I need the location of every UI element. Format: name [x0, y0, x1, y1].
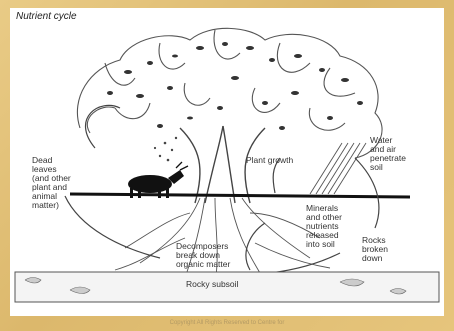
- label-line: soil: [370, 163, 406, 172]
- diagram-title: Nutrient cycle: [16, 11, 77, 22]
- ground-line: [70, 194, 410, 197]
- label-line: matter): [32, 201, 71, 210]
- label-rocky-subsoil: Rocky subsoil: [186, 280, 238, 289]
- label-line: into soil: [306, 240, 342, 249]
- label-water-air: Water and air penetrate soil: [370, 136, 406, 172]
- label-plant-growth: Plant growth: [246, 156, 293, 165]
- tree-canopy: [77, 28, 382, 158]
- falling-leaves-dots: [154, 137, 177, 162]
- diagram-paper: Nutrient cycle Water and air penetrate s…: [10, 8, 444, 316]
- label-line: organic matter: [176, 260, 230, 269]
- rain-hatch: [310, 143, 366, 194]
- label-minerals: Minerals and other nutrients released in…: [306, 204, 342, 249]
- label-rocks-broken: Rocks broken down: [362, 236, 388, 263]
- label-line: down: [362, 254, 388, 263]
- cow-silhouette: [128, 162, 188, 198]
- label-line: Rocky subsoil: [186, 280, 238, 289]
- label-dead-leaves: Dead leaves (and other plant and animal …: [32, 156, 71, 210]
- label-line: Plant growth: [246, 156, 293, 165]
- copyright-notice: Copyright All Rights Reserved to Centre …: [0, 320, 454, 326]
- label-decomposers: Decomposers break down organic matter: [176, 242, 230, 269]
